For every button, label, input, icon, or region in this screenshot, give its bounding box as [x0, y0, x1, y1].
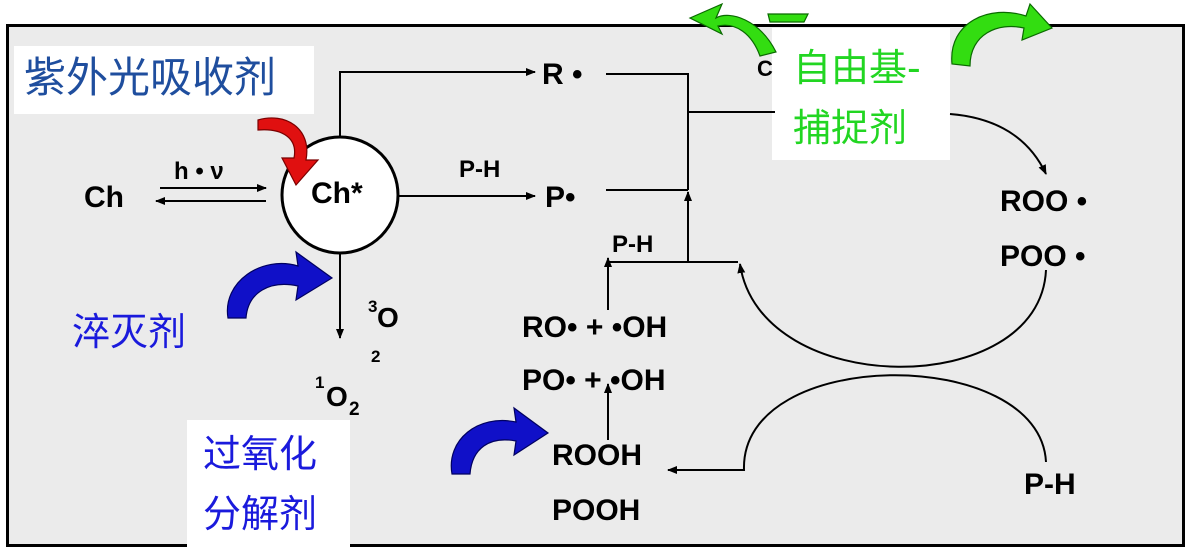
- r-radical-connector: [606, 73, 689, 190]
- decomposer-label-line1: 过氧化: [203, 432, 318, 476]
- roo-label: ROO •: [1000, 185, 1088, 218]
- ph-top-label: P-H: [459, 156, 501, 183]
- triplet-oxygen-sup: 3: [368, 297, 378, 316]
- ph-right-label: P-H: [1024, 468, 1076, 501]
- rooh-label: ROOH: [552, 439, 642, 472]
- po-oh-label: PO• + •OH: [522, 364, 666, 397]
- decomposer-blue-arrow: [450, 406, 550, 475]
- scavenger-green-arrow-left: [688, 2, 777, 57]
- scavenger-label-line1: 自由基-: [793, 46, 921, 90]
- p-radical-label: P•: [545, 181, 576, 214]
- arrow-loop-upper: [737, 263, 1047, 368]
- arrow-loop-lower: [667, 374, 1047, 474]
- decomposer-label-line2: 分解剂: [203, 492, 318, 536]
- ph-mid-label: P-H: [612, 231, 654, 258]
- uv-absorber-label: 紫外光吸收剂: [24, 53, 277, 102]
- singlet-oxygen-sub: 2: [349, 399, 360, 420]
- scavenger-green-arrow-mid: [767, 13, 809, 23]
- ch-star-label: Ch*: [311, 177, 363, 210]
- poo-label: POO •: [1000, 240, 1086, 273]
- uv-absorber-label-bg: [14, 46, 314, 114]
- quencher-label: 淬灭剂: [72, 310, 187, 354]
- singlet-oxygen-o: O: [326, 381, 348, 412]
- scavenger-label-bg: [772, 28, 950, 160]
- decomposer-label-bg: [187, 420, 350, 553]
- hidden-c-label: C: [757, 56, 773, 81]
- uv-absorber-red-arrow: [257, 117, 320, 187]
- scavenger-green-arrow-right: [951, 2, 1054, 67]
- singlet-oxygen-sup: 1: [315, 373, 325, 392]
- scavenger-label-line2: 捕捉剂: [793, 106, 908, 150]
- ch-label: Ch: [84, 181, 124, 214]
- arrow-to-roo: [949, 113, 1047, 175]
- triplet-oxygen-sub: 2: [371, 347, 381, 366]
- pooh-label: POOH: [552, 494, 641, 527]
- h-nu-label: h • ν: [174, 158, 224, 185]
- r-radical-label: R •: [542, 58, 583, 91]
- triplet-oxygen-o: O: [377, 302, 399, 333]
- arrow-to-r-radical: [339, 68, 536, 137]
- ro-oh-label: RO• + •OH: [522, 311, 668, 344]
- quencher-blue-arrow: [226, 250, 334, 319]
